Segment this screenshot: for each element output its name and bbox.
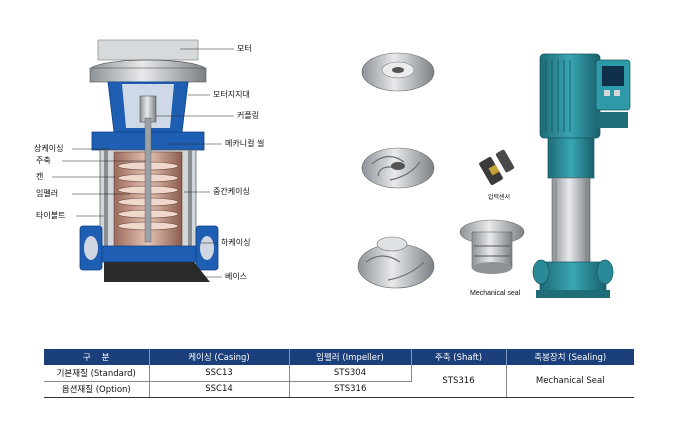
caption-pressure-sensor: 압력센서 bbox=[488, 195, 511, 201]
impeller-photo-2 bbox=[361, 147, 435, 189]
cell-impeller-standard: STS304 bbox=[289, 365, 412, 382]
header-casing: 케이싱 (Casing) bbox=[149, 349, 290, 365]
pressure-sensor-photo bbox=[479, 149, 515, 186]
impeller-photo-1 bbox=[361, 52, 435, 92]
complete-pump-photo bbox=[532, 53, 631, 298]
label-can: 캔 bbox=[36, 172, 44, 181]
row-label-standard: 기본재질 (Standard) bbox=[44, 365, 150, 382]
label-impeller: 임펠러 bbox=[36, 189, 59, 198]
table-header-row: 구 분 케이싱 (Casing) 임펠러 (Impeller) 주축 (Shaf… bbox=[44, 349, 634, 365]
header-sealing: 축봉장치 (Sealing) bbox=[506, 349, 634, 365]
label-mechanical-seal: 메카니컬 씰 bbox=[225, 139, 265, 148]
material-spec-table: 구 분 케이싱 (Casing) 임펠러 (Impeller) 주축 (Shaf… bbox=[44, 349, 634, 398]
table-row: 기본재질 (Standard) SSC13 STS304 STS316 Mech… bbox=[44, 365, 634, 398]
cell-casing-option: SSC14 bbox=[149, 381, 290, 398]
product-figure: 모터 모터지지대 커플링 메카니컬 씰 중간케이싱 하케이싱 베이스 상케이싱 … bbox=[34, 39, 631, 298]
label-lower-casing: 하케이싱 bbox=[221, 238, 251, 247]
label-motor-support: 모터지지대 bbox=[213, 90, 250, 99]
row-label-option: 옵션재질 (Option) bbox=[44, 381, 150, 398]
label-motor: 모터 bbox=[237, 44, 252, 53]
cell-casing-standard: SSC13 bbox=[149, 365, 290, 382]
impeller-photo-3 bbox=[357, 236, 435, 289]
cell-impeller-option: STS316 bbox=[289, 381, 411, 398]
label-tie-bolt: 타이볼트 bbox=[36, 211, 66, 220]
label-shaft: 주축 bbox=[36, 156, 51, 165]
label-middle-casing: 중간케이싱 bbox=[213, 187, 250, 196]
label-upper-casing: 상케이싱 bbox=[34, 144, 64, 153]
label-coupling: 커플링 bbox=[237, 111, 260, 120]
header-category: 구 분 bbox=[44, 349, 150, 365]
caption-mechanical-seal: Mechanical seal bbox=[470, 290, 521, 297]
pump-cutaway-illustration bbox=[52, 39, 631, 298]
label-base: 베이스 bbox=[225, 272, 248, 281]
header-shaft: 주축 (Shaft) bbox=[411, 349, 507, 365]
cell-shaft: STS316 bbox=[411, 365, 507, 398]
table-row: 옵션재질 (Option) SSC14 STS316 bbox=[44, 381, 634, 398]
cell-sealing: Mechanical Seal bbox=[506, 365, 634, 398]
header-impeller: 임펠러 (Impeller) bbox=[289, 349, 412, 365]
mechanical-seal-photo bbox=[459, 219, 525, 274]
